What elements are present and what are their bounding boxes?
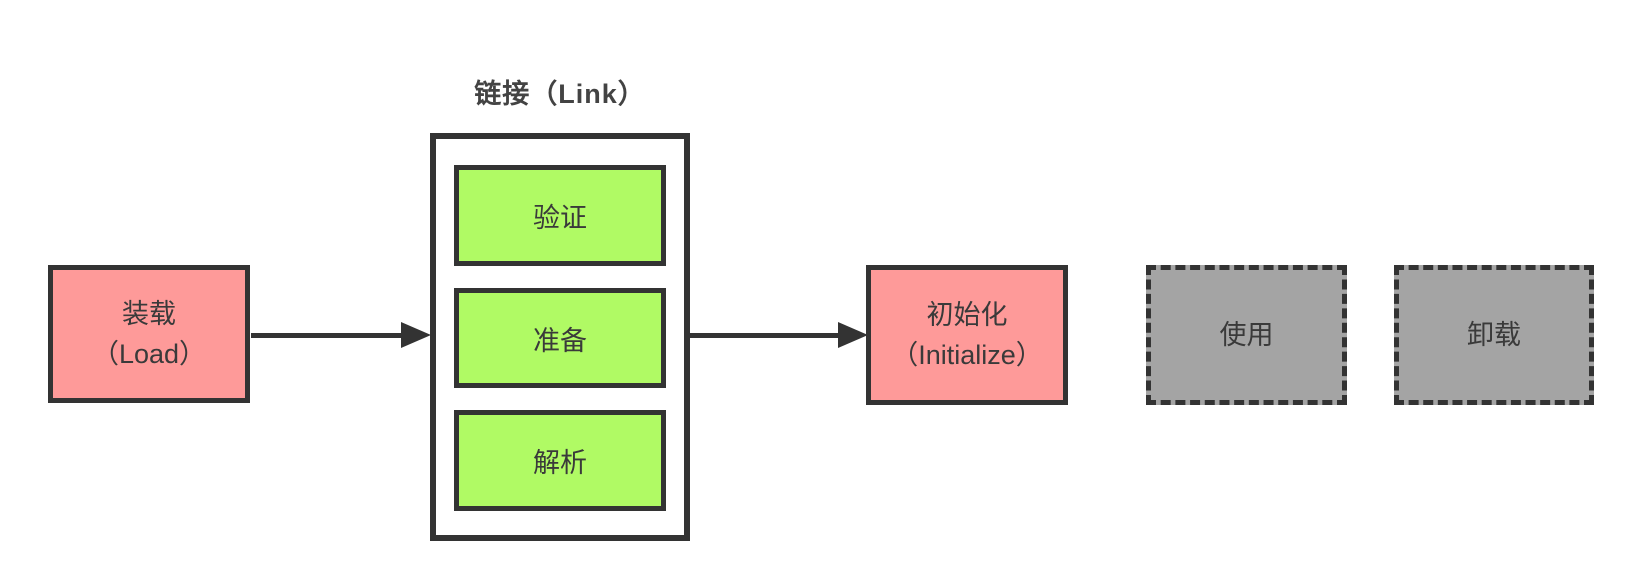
arrow-head-icon	[838, 322, 868, 348]
initialize-label-zh: 初始化	[926, 300, 1008, 330]
link-group: 验证 准备 解析	[430, 133, 690, 541]
initialize-node: 初始化 （Initialize）	[866, 265, 1068, 405]
arrow-load-to-link	[251, 322, 431, 348]
load-node: 装载 （Load）	[48, 265, 250, 403]
unload-label: 卸载	[1467, 320, 1521, 350]
prepare-label: 准备	[533, 325, 587, 356]
arrow-head-icon	[401, 322, 431, 348]
link-group-title: 链接（Link）	[474, 79, 646, 109]
verify-node: 验证	[454, 165, 666, 266]
arrow-link-to-initialize	[690, 322, 868, 348]
use-label: 使用	[1219, 320, 1274, 350]
resolve-node: 解析	[454, 410, 666, 512]
arrow-line	[251, 332, 401, 338]
initialize-label-en: （Initialize）	[891, 340, 1043, 370]
load-label-zh: 装载	[122, 299, 176, 329]
load-label-en: （Load）	[91, 339, 207, 369]
resolve-label: 解析	[533, 448, 587, 479]
verify-label: 验证	[533, 202, 587, 233]
unload-node: 卸载	[1394, 265, 1594, 405]
arrow-line	[690, 332, 838, 338]
use-node: 使用	[1146, 265, 1347, 405]
prepare-node: 准备	[454, 287, 666, 389]
